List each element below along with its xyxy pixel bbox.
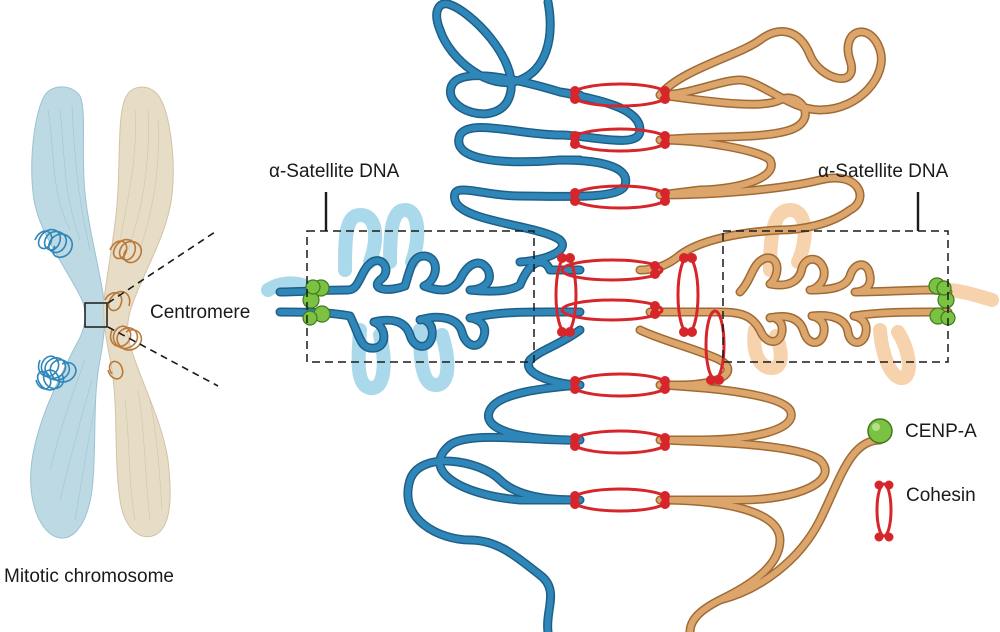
centromere-box: [84, 302, 108, 328]
cohesin-ring: [570, 372, 670, 398]
cohesin-head: [570, 188, 670, 206]
cohesin-ring: [560, 258, 664, 282]
cohesin-ring: [570, 429, 670, 455]
cohesin-head: [570, 86, 670, 104]
cohesin-icon: [874, 480, 894, 542]
centromere-zoom: [261, 0, 999, 632]
cohesin-ring-vertical: [704, 309, 726, 381]
alpha-satellite-box-left: [306, 230, 535, 363]
centromere-label: Centromere: [150, 302, 251, 323]
mitotic-chromosome-label: Mitotic chromosome: [4, 566, 174, 587]
zoom-line-bottom: [107, 326, 219, 387]
blue-chromatin-strand: [275, 0, 645, 632]
cohesin-rings: [554, 82, 726, 513]
zoom-line-top: [107, 229, 219, 304]
legend-cenp-a-label: CENP-A: [905, 421, 977, 442]
chromatid-coil-blue: [34, 228, 77, 391]
chromatid-tan: [103, 86, 174, 538]
legend: [867, 418, 894, 542]
alpha-satellite-box-right: [722, 230, 949, 363]
mitotic-chromosome: [30, 86, 219, 539]
cohesin-head: [570, 491, 670, 509]
satellite-label-left: α-Satellite DNA: [269, 161, 400, 182]
cenp-a-icon: [867, 418, 893, 444]
cohesin-head: [706, 375, 724, 385]
cohesin-head: [679, 253, 697, 337]
tan-chromatin-strand: [635, 32, 953, 632]
chromatid-blue: [30, 86, 106, 539]
cohesin-head: [650, 261, 660, 279]
chromatid-texture: [47, 104, 163, 521]
cohesin-ring: [570, 487, 670, 513]
cohesin-ring: [560, 298, 664, 322]
cohesin-head: [557, 253, 575, 337]
chromatid-coil-tan: [104, 238, 143, 380]
cohesin-head: [570, 131, 670, 149]
cohesin-head: [650, 301, 660, 319]
cohesin-ring-vertical: [676, 255, 700, 335]
legend-cohesin-label: Cohesin: [906, 485, 976, 506]
satellite-label-right: α-Satellite DNA: [818, 161, 949, 182]
cohesin-head: [570, 433, 670, 451]
cohesin-head: [570, 376, 670, 394]
cohesin-heads: [557, 86, 724, 509]
